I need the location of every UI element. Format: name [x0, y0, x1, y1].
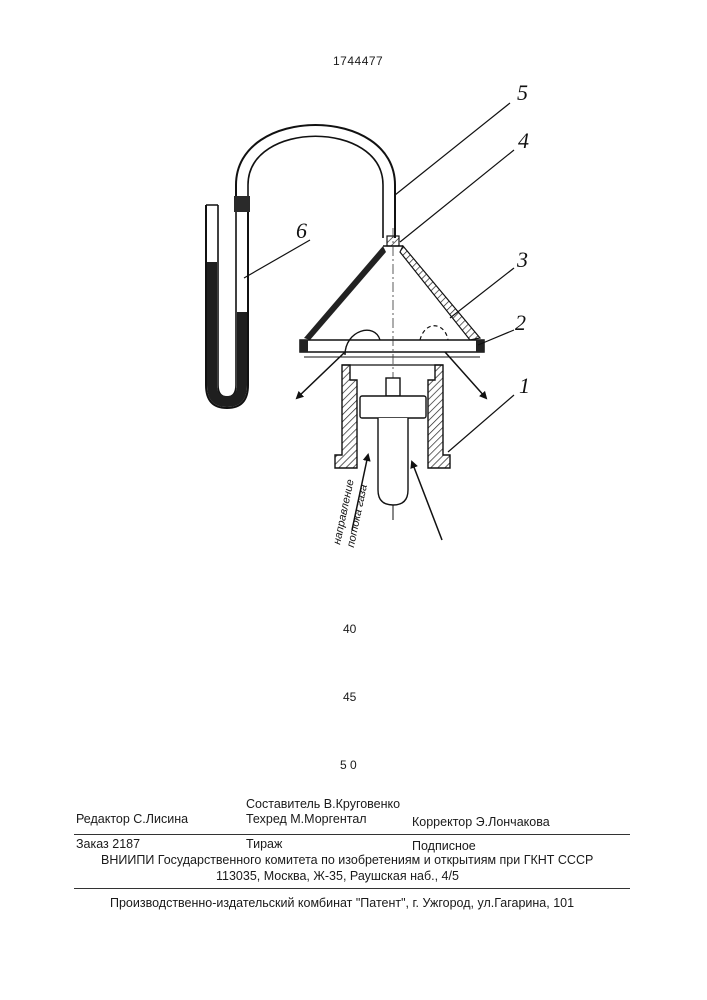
label-2: 2 — [515, 310, 526, 335]
divider-bottom — [74, 888, 630, 889]
conical-hood — [304, 246, 480, 340]
imprint-order: Заказ 2187 — [76, 837, 140, 851]
imprint-circulation: Тираж — [246, 837, 282, 851]
credit-editor: Редактор С.Лисина — [76, 812, 188, 826]
line-number-45: 45 — [343, 690, 356, 704]
rotor — [360, 378, 426, 520]
imprint-organization: ВНИИПИ Государственного комитета по изоб… — [101, 853, 593, 867]
base-plate — [300, 340, 484, 357]
line-number-50: 5 0 — [340, 758, 357, 772]
flow-caption: направление потока газа — [331, 478, 370, 548]
credit-techred: Техред М.Моргентал — [246, 812, 367, 826]
label-1: 1 — [519, 373, 530, 398]
label-6: 6 — [296, 218, 307, 243]
label-4: 4 — [518, 128, 529, 153]
imprint-publisher: Производственно-издательский комбинат "П… — [110, 896, 574, 910]
divider-top — [74, 834, 630, 835]
imprint-subscription: Подписное — [412, 839, 476, 853]
connecting-hose — [234, 125, 395, 238]
imprint-address: 113035, Москва, Ж-35, Раушская наб., 4/5 — [216, 869, 459, 883]
line-number-40: 40 — [343, 622, 356, 636]
manometer-liquid — [207, 262, 247, 407]
credit-compiler: Составитель В.Круговенко — [246, 797, 400, 811]
label-3: 3 — [516, 247, 528, 272]
baffle-right — [420, 326, 448, 340]
label-5: 5 — [517, 80, 528, 105]
credit-corrector: Корректор Э.Лончакова — [412, 815, 550, 829]
